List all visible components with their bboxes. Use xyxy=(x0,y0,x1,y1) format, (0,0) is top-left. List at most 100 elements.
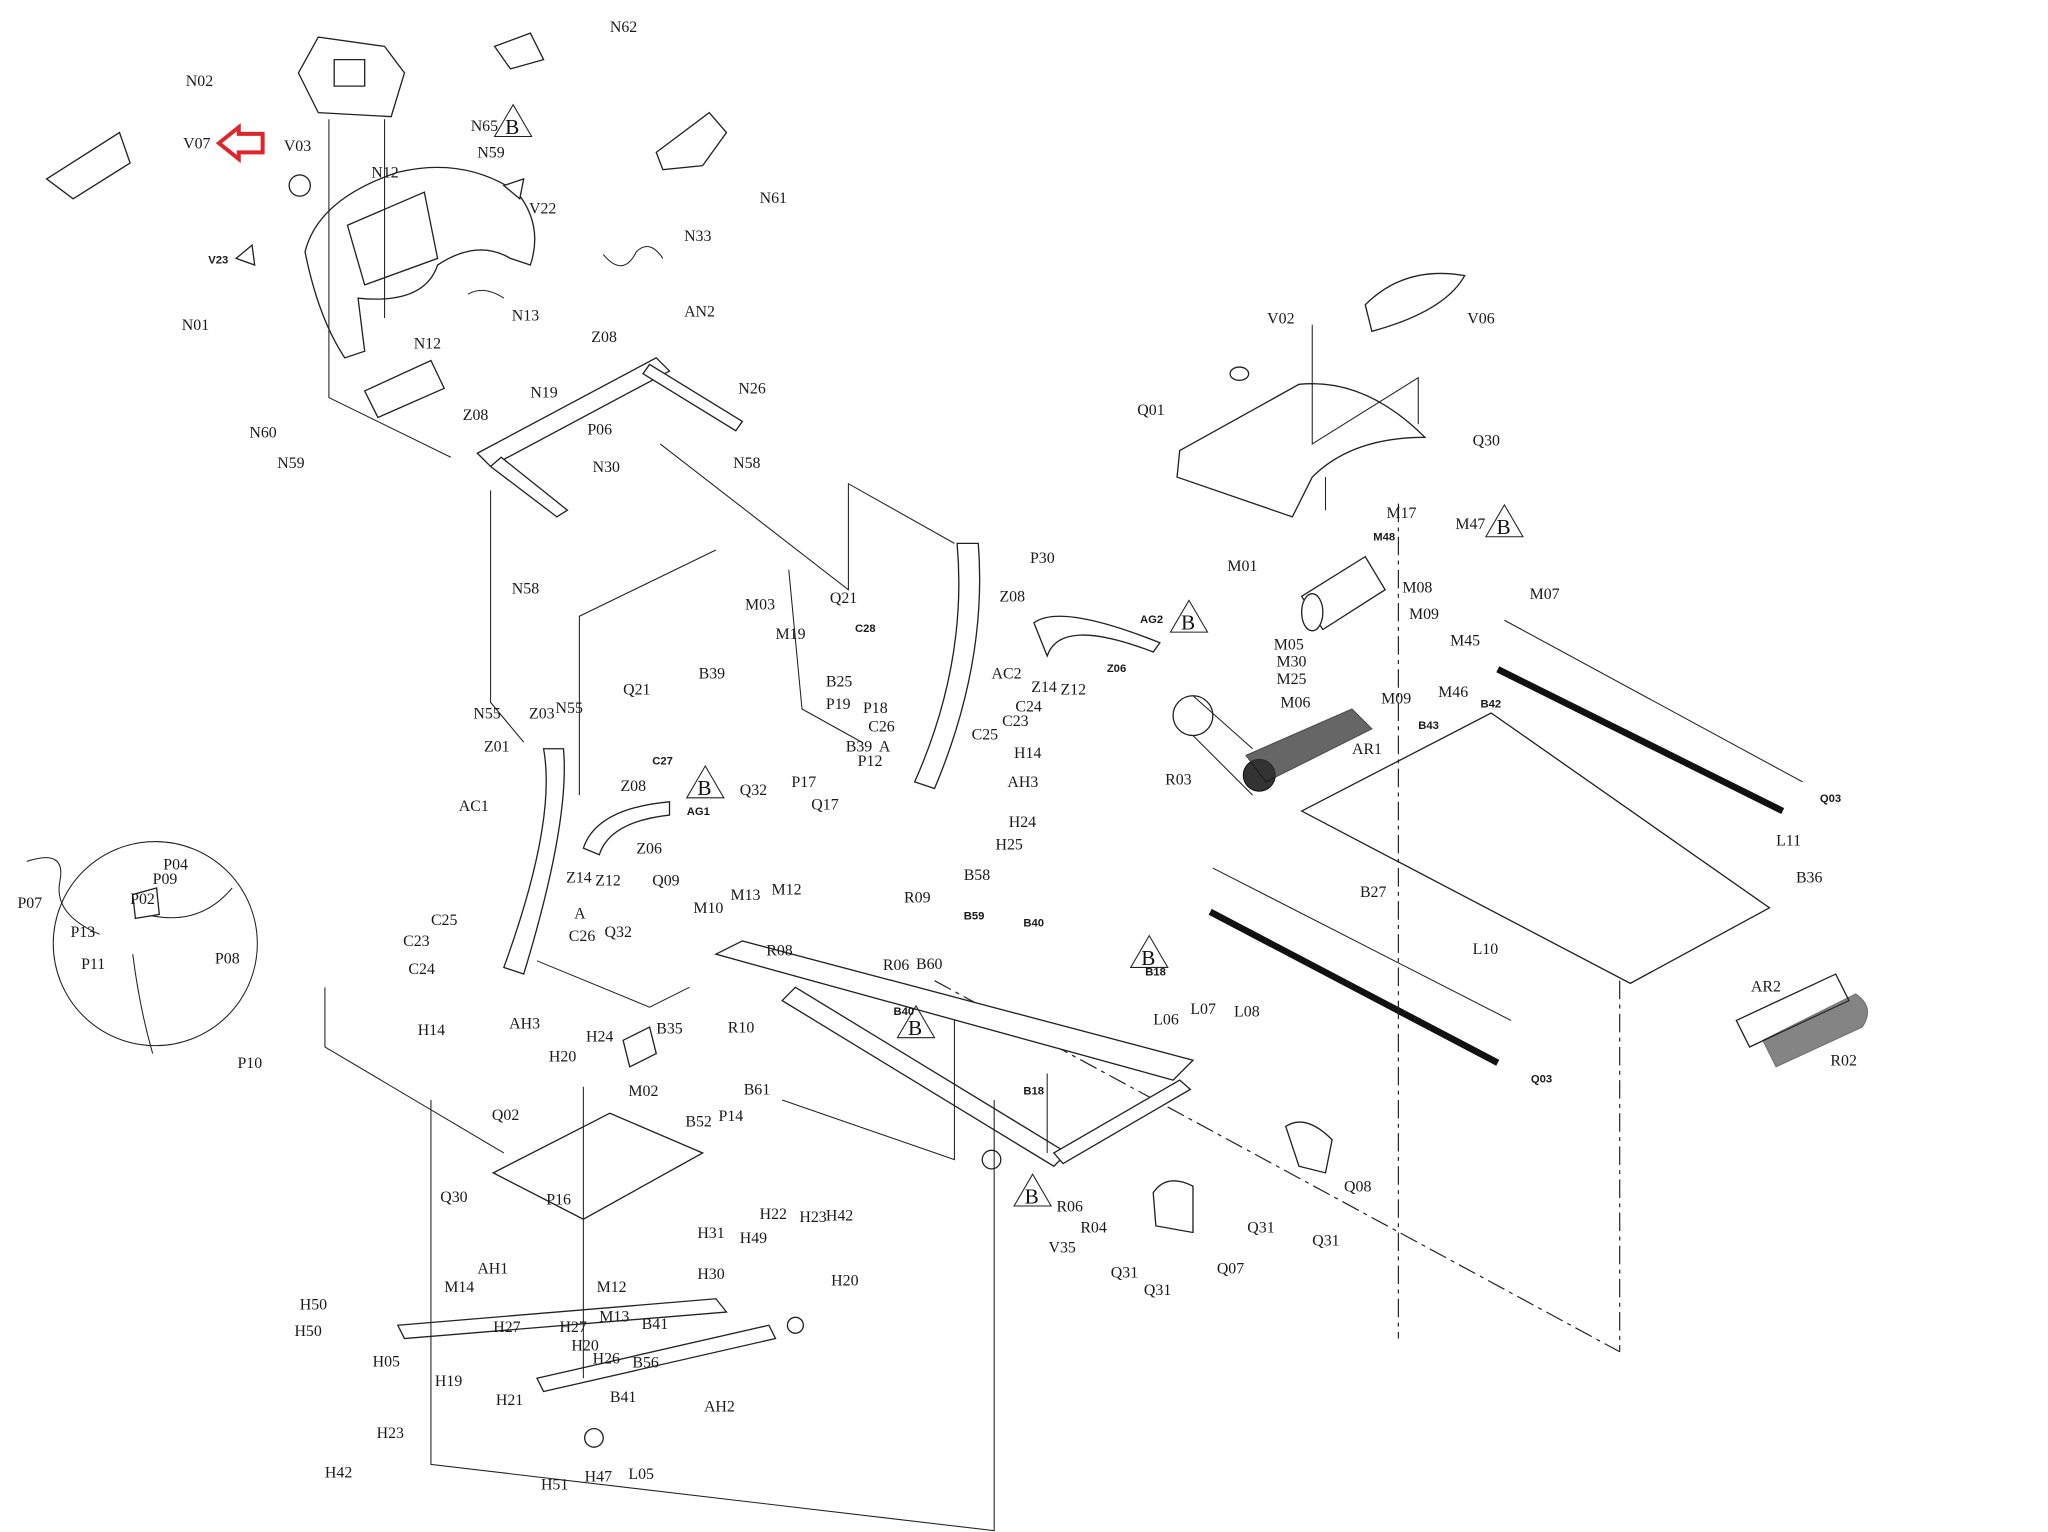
part-callout-label: Q17 xyxy=(811,797,838,814)
part-callout-label: N58 xyxy=(512,581,539,598)
part-callout-label: R02 xyxy=(1830,1053,1857,1070)
part-callout-label: N59 xyxy=(477,145,504,162)
part-callout-label: M08 xyxy=(1402,579,1432,596)
part-callout-label: AG2 xyxy=(1140,614,1163,626)
part-callout-label: M47 xyxy=(1455,516,1485,533)
part-callout-label: N65 xyxy=(471,118,498,135)
part-callout-label: Z08 xyxy=(463,407,489,424)
revision-triangle-icon xyxy=(1169,599,1209,633)
part-callout-label: N55 xyxy=(556,700,583,717)
part-callout-label: P04 xyxy=(163,856,188,873)
part-callout-label: V35 xyxy=(1049,1239,1076,1256)
part-callout-label: H31 xyxy=(697,1225,724,1242)
part-callout-label: P06 xyxy=(587,422,612,439)
part-callout-label: H47 xyxy=(585,1469,612,1486)
part-callout-label: Q09 xyxy=(652,872,679,889)
revision-triangle-icon xyxy=(685,764,725,799)
part-callout-label: Z08 xyxy=(999,589,1025,606)
part-callout-label: R04 xyxy=(1080,1219,1107,1236)
part-callout-label: Q03 xyxy=(1820,793,1841,805)
part-callout-label: M46 xyxy=(1438,684,1468,701)
part-callout-label: B27 xyxy=(1360,884,1387,901)
part-callout-label: R10 xyxy=(728,1019,755,1036)
part-callout-label: N12 xyxy=(414,336,441,353)
part-callout-label: M14 xyxy=(444,1279,474,1296)
part-callout-label: H05 xyxy=(373,1353,400,1370)
part-callout-label: Q21 xyxy=(623,681,650,698)
part-callout-label: M48 xyxy=(1373,532,1395,544)
part-callout-label: AG1 xyxy=(687,806,710,818)
part-callout-label: H50 xyxy=(294,1323,321,1340)
part-callout-label: Z14 xyxy=(1031,679,1057,696)
part-callout-label: L05 xyxy=(628,1466,654,1483)
part-callout-label: B18 xyxy=(1023,1086,1044,1098)
part-callout-label: P08 xyxy=(215,950,240,967)
part-callout-label: H14 xyxy=(1014,745,1041,762)
part-callout-label: L08 xyxy=(1234,1003,1260,1020)
part-callout-label: N61 xyxy=(760,190,787,207)
part-callout-label: Q30 xyxy=(1473,432,1500,449)
part-callout-label: H22 xyxy=(760,1206,787,1223)
part-callout-label: Q31 xyxy=(1247,1219,1274,1236)
part-callout-label: N60 xyxy=(249,424,276,441)
part-callout-label: Z03 xyxy=(529,705,555,722)
part-callout-label: N33 xyxy=(684,228,711,245)
part-callout-label: H51 xyxy=(541,1477,568,1494)
part-callout-label: H14 xyxy=(418,1022,445,1039)
part-callout-label: C25 xyxy=(431,912,458,929)
part-callout-label: H23 xyxy=(377,1425,404,1442)
part-callout-label: H42 xyxy=(826,1208,853,1225)
part-callout-label: M01 xyxy=(1227,558,1257,575)
part-callout-label: H42 xyxy=(325,1465,352,1482)
part-callout-label: M07 xyxy=(1530,586,1560,603)
part-callout-label: R06 xyxy=(1056,1198,1083,1215)
part-callout-label: B41 xyxy=(610,1389,637,1406)
part-callout-label: P16 xyxy=(546,1192,571,1209)
part-callout-label: Z06 xyxy=(1107,663,1126,675)
part-callout-label: P30 xyxy=(1030,550,1055,567)
part-callout-label: Z12 xyxy=(1060,681,1086,698)
part-callout-label: A xyxy=(574,905,586,922)
part-callout-label: P07 xyxy=(17,895,42,912)
part-callout-label: H24 xyxy=(586,1029,613,1046)
part-callout-label: Q01 xyxy=(1137,402,1164,419)
part-callout-label: B18 xyxy=(1145,966,1166,978)
power-cord-inset xyxy=(26,841,258,1054)
part-callout-label: R09 xyxy=(904,890,931,907)
part-callout-label: B42 xyxy=(1481,699,1502,711)
part-callout-label: Q31 xyxy=(1144,1282,1171,1299)
part-callout-label: B58 xyxy=(964,867,991,884)
part-callout-label: M30 xyxy=(1276,654,1306,671)
part-callout-label: L10 xyxy=(1473,941,1499,958)
part-callout-label: AH3 xyxy=(509,1015,540,1032)
revision-triangle-icon xyxy=(1484,503,1524,538)
part-callout-label: L11 xyxy=(1776,833,1801,850)
part-callout-label: B39 xyxy=(699,666,726,683)
part-callout-label: P14 xyxy=(719,1108,744,1125)
part-callout-label: M12 xyxy=(772,882,802,899)
part-callout-label: Z08 xyxy=(591,329,617,346)
part-callout-label: N01 xyxy=(182,317,209,334)
revision-mark-label: B xyxy=(1141,946,1155,970)
running-deck xyxy=(934,503,1803,1353)
rear-roller xyxy=(1735,973,1869,1068)
motor-hood xyxy=(1176,272,1466,518)
part-callout-label: H20 xyxy=(549,1049,576,1066)
part-callout-label: A xyxy=(879,738,891,755)
part-callout-label: Q07 xyxy=(1217,1261,1244,1278)
part-callout-label: B35 xyxy=(656,1021,683,1038)
part-callout-label: B40 xyxy=(1023,917,1044,929)
part-callout-label: Q21 xyxy=(830,590,857,607)
part-callout-label: C24 xyxy=(408,961,435,978)
part-callout-label: M09 xyxy=(1381,691,1411,708)
part-callout-label: B36 xyxy=(1796,870,1823,887)
part-callout-label: Z08 xyxy=(620,778,646,795)
part-callout-label: C25 xyxy=(972,726,999,743)
revision-triangle-icon xyxy=(1129,934,1169,968)
part-callout-label: M12 xyxy=(597,1279,627,1296)
part-callout-label: M45 xyxy=(1450,632,1480,649)
part-callout-label: Z14 xyxy=(566,870,592,887)
part-callout-label: V22 xyxy=(529,200,556,217)
part-callout-label: L06 xyxy=(1153,1011,1179,1028)
